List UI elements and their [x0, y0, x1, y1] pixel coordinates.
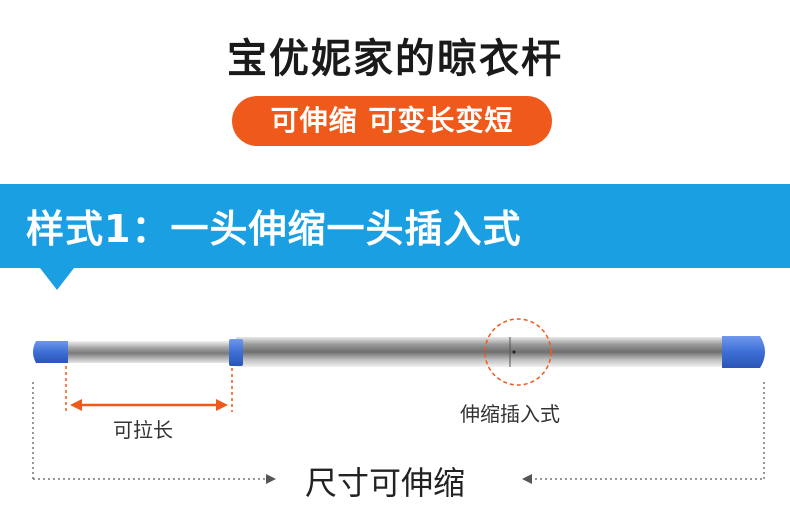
telescopic-insert-label: 伸缩插入式	[460, 402, 560, 426]
middle-collar	[229, 339, 243, 366]
banner-pointer	[40, 268, 74, 290]
joint-highlight-circle	[484, 318, 552, 386]
page-title: 宝优妮家的晾衣杆	[227, 36, 563, 82]
inner-tube	[64, 341, 236, 363]
outer-tube	[236, 337, 726, 367]
extendable-label: 可拉长	[113, 418, 173, 442]
right-end-cap	[722, 336, 765, 368]
style-banner	[0, 184, 790, 268]
banner-title: 样式1：一头伸缩一头插入式	[26, 207, 522, 251]
size-adjustable-label: 尺寸可伸缩	[305, 464, 466, 502]
subtitle-badge: 可伸缩 可变长变短	[232, 96, 552, 146]
left-end-cap	[33, 341, 68, 363]
